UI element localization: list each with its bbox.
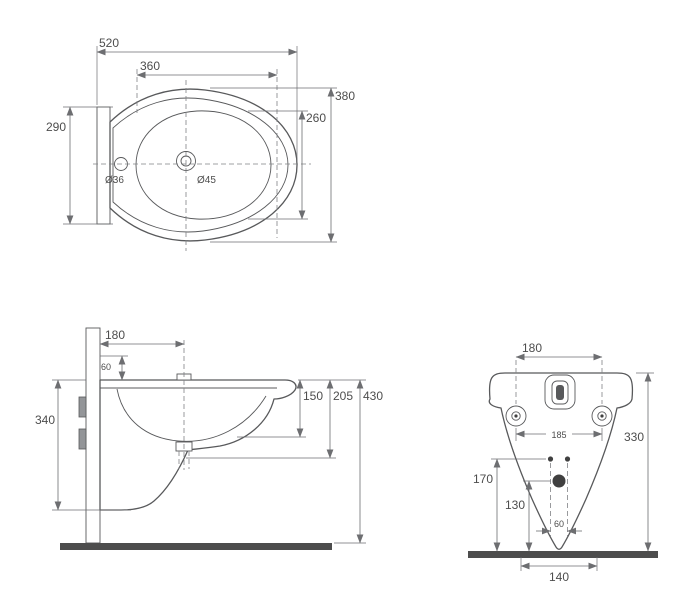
dim-label-60-side: 60: [101, 362, 111, 372]
dim-inner-width-360: 360: [136, 59, 278, 238]
bidet-inner-rim: [112, 97, 289, 233]
bidet-outer-rim: [109, 88, 298, 242]
dim-basin-inner-depth-150: 150: [237, 379, 323, 438]
dim-label-140: 140: [549, 570, 569, 584]
dim-label-tap-hole-diameter: Ø36: [105, 175, 124, 186]
dim-label-360: 360: [140, 59, 160, 73]
bidet-side-profile: [99, 379, 297, 511]
front-view-geometry: [468, 372, 658, 558]
dim-label-180-front: 180: [522, 341, 542, 355]
dim-label-170: 170: [473, 472, 493, 486]
wall-mount-plate: [96, 106, 111, 225]
dim-label-520: 520: [99, 36, 119, 50]
dim-overall-width-520: 520: [96, 36, 298, 161]
dim-body-depth-205: 205: [186, 379, 353, 459]
dim-bracket-offset-60: 60: [100, 355, 128, 381]
fixing-bracket-lower: [78, 428, 87, 450]
dim-label-340: 340: [35, 413, 55, 427]
dim-left-depth-290: 290: [46, 106, 113, 225]
dim-body-height-340: 340: [35, 379, 131, 511]
dim-basin-depth-260: 260: [248, 110, 326, 220]
basin-outline: [135, 110, 272, 220]
dim-label-130: 130: [505, 498, 525, 512]
water-inlet-hole: [552, 474, 566, 488]
side-view-geometry: [60, 327, 332, 550]
dim-label-290: 290: [46, 120, 66, 134]
overflow-slot: [556, 385, 564, 400]
dim-label-60-front: 60: [554, 519, 564, 529]
dim-wall-to-axis-180: 180: [99, 328, 185, 348]
dim-label-205: 205: [333, 389, 353, 403]
wall-section: [85, 327, 101, 544]
dim-label-drain-diameter: Ø45: [197, 175, 216, 186]
dim-upper-holes-spacing-60: 60: [536, 463, 582, 536]
dim-label-150: 150: [303, 389, 323, 403]
dim-overall-height-330: 330: [624, 372, 654, 552]
seat-hole-left: [547, 456, 554, 462]
dim-label-430: 430: [363, 389, 383, 403]
floor-section: [60, 543, 332, 550]
top-view-geometry: [93, 80, 311, 251]
dim-label-180-side: 180: [105, 328, 125, 342]
dim-fixing-spacing-bottom-140: 140: [520, 557, 598, 584]
dim-outlet-height-130: 130: [505, 480, 551, 552]
dim-fixing-spacing-top-180: 180: [515, 341, 603, 404]
dim-label-380: 380: [335, 89, 355, 103]
fixing-bracket-upper: [78, 396, 87, 418]
dim-label-330: 330: [624, 430, 644, 444]
dim-label-185: 185: [551, 430, 566, 440]
dim-upper-holes-height-170: 170: [473, 458, 546, 552]
seat-hole-right: [564, 456, 571, 462]
dim-width-at-fixings-185: 185: [515, 428, 603, 441]
top-view: 520 360 290 380 260 Ø36 Ø45: [46, 36, 355, 251]
dim-label-260: 260: [306, 111, 326, 125]
front-view: 180 185 330 170 130 60: [468, 341, 658, 584]
dim-rim-height-430: 430: [298, 379, 383, 544]
floor-section-front: [468, 551, 658, 558]
dim-overall-depth-380: 380: [210, 87, 355, 243]
bowl-inner-curve: [116, 388, 267, 442]
side-view: 180 60 340 150 205 430: [35, 327, 383, 550]
